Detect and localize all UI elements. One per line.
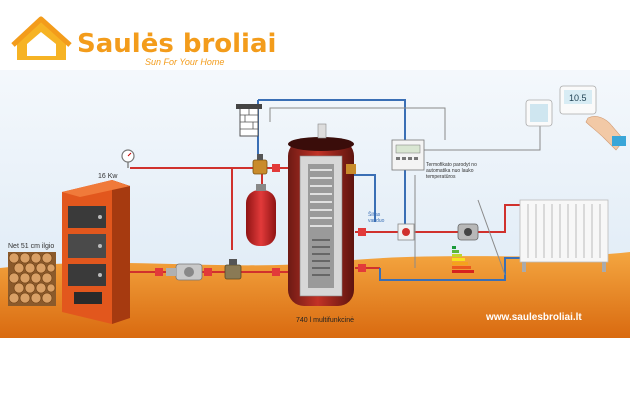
wood-length-label: Net 51 cm ilgio [8, 243, 54, 250]
controller-unit [391, 139, 425, 171]
pump-icon [166, 263, 203, 281]
svg-text:10.5: 10.5 [569, 93, 587, 103]
thermostat-note: temperatūros [426, 174, 456, 180]
manometer-icon [121, 149, 135, 168]
pump-icon [457, 223, 479, 241]
radiator [519, 199, 609, 272]
website-url[interactable]: www.saulesbroliai.lt [485, 312, 582, 323]
tank-label: 740 l multifunkcinė [296, 317, 354, 324]
chimney-icon [236, 104, 262, 137]
hot-water-label: Šiltas [368, 211, 381, 218]
firewood-pile [8, 252, 56, 306]
house-logo-icon [11, 16, 72, 60]
hot-water-label: vanduo [368, 218, 385, 224]
ball-valves [155, 164, 366, 276]
mixing-valve-icon [397, 223, 415, 241]
valve-icon [252, 154, 268, 175]
valve-icon [224, 259, 242, 280]
thermostat-note: automatika nuo lauko [426, 168, 474, 174]
control-wiring [269, 107, 541, 276]
thermostat-icon: 10.5 [525, 85, 597, 127]
thermostat-note: Termofikato parodyt no [426, 162, 477, 168]
expansion-vessel [246, 184, 276, 246]
solid-fuel-boiler [62, 180, 130, 324]
boiler-power-label: 16 Kw [98, 173, 118, 180]
hand-icon [585, 116, 626, 151]
brand-logo: Saulės broliai Sun For Your Home [11, 16, 276, 67]
brand-name: Saulės broliai [77, 29, 276, 59]
brand-tagline: Sun For Your Home [145, 57, 224, 67]
energy-label-icon [452, 246, 474, 273]
storage-tank [288, 123, 356, 306]
